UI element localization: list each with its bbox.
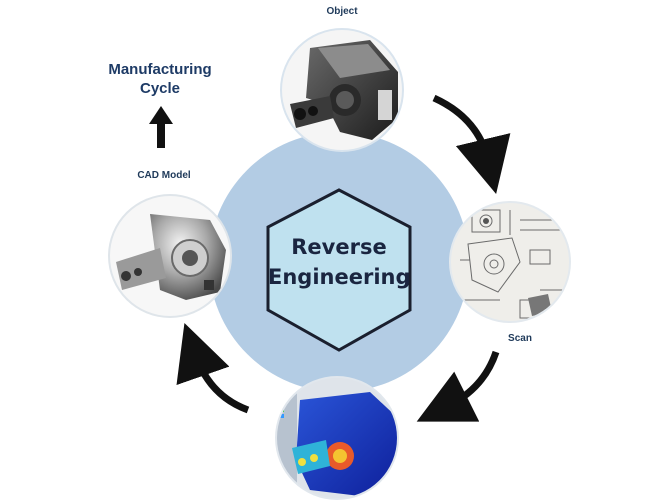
center-title-line2: Engineering bbox=[268, 265, 411, 289]
object-label: Object bbox=[326, 6, 358, 17]
scan-node bbox=[449, 201, 571, 323]
arrow-simulation-to-cad bbox=[176, 322, 250, 414]
simulation-image bbox=[277, 378, 397, 498]
object-part-image bbox=[282, 30, 402, 150]
arrow-object-to-scan bbox=[432, 94, 511, 195]
simulation-node bbox=[275, 376, 399, 500]
cad-model-image bbox=[110, 196, 230, 316]
scan-label: Scan bbox=[508, 333, 532, 344]
center-hexagon bbox=[266, 188, 412, 352]
center-title-line1: Reverse bbox=[291, 235, 387, 259]
arrow-scan-to-simulation bbox=[416, 350, 500, 422]
scan-drawing-image bbox=[451, 203, 569, 321]
manufacturing-cycle-label: Manufacturing Cycle bbox=[100, 60, 220, 98]
manufacturing-cycle-line1: Manufacturing bbox=[108, 61, 212, 78]
center-title: Reverse Engineering bbox=[268, 232, 411, 292]
manufacturing-cycle-line2: Cycle bbox=[139, 80, 181, 97]
arrow-up-icon bbox=[149, 106, 173, 148]
cad-model-label: CAD Model bbox=[137, 170, 191, 181]
cad-model-node bbox=[108, 194, 232, 318]
object-node bbox=[280, 28, 404, 152]
